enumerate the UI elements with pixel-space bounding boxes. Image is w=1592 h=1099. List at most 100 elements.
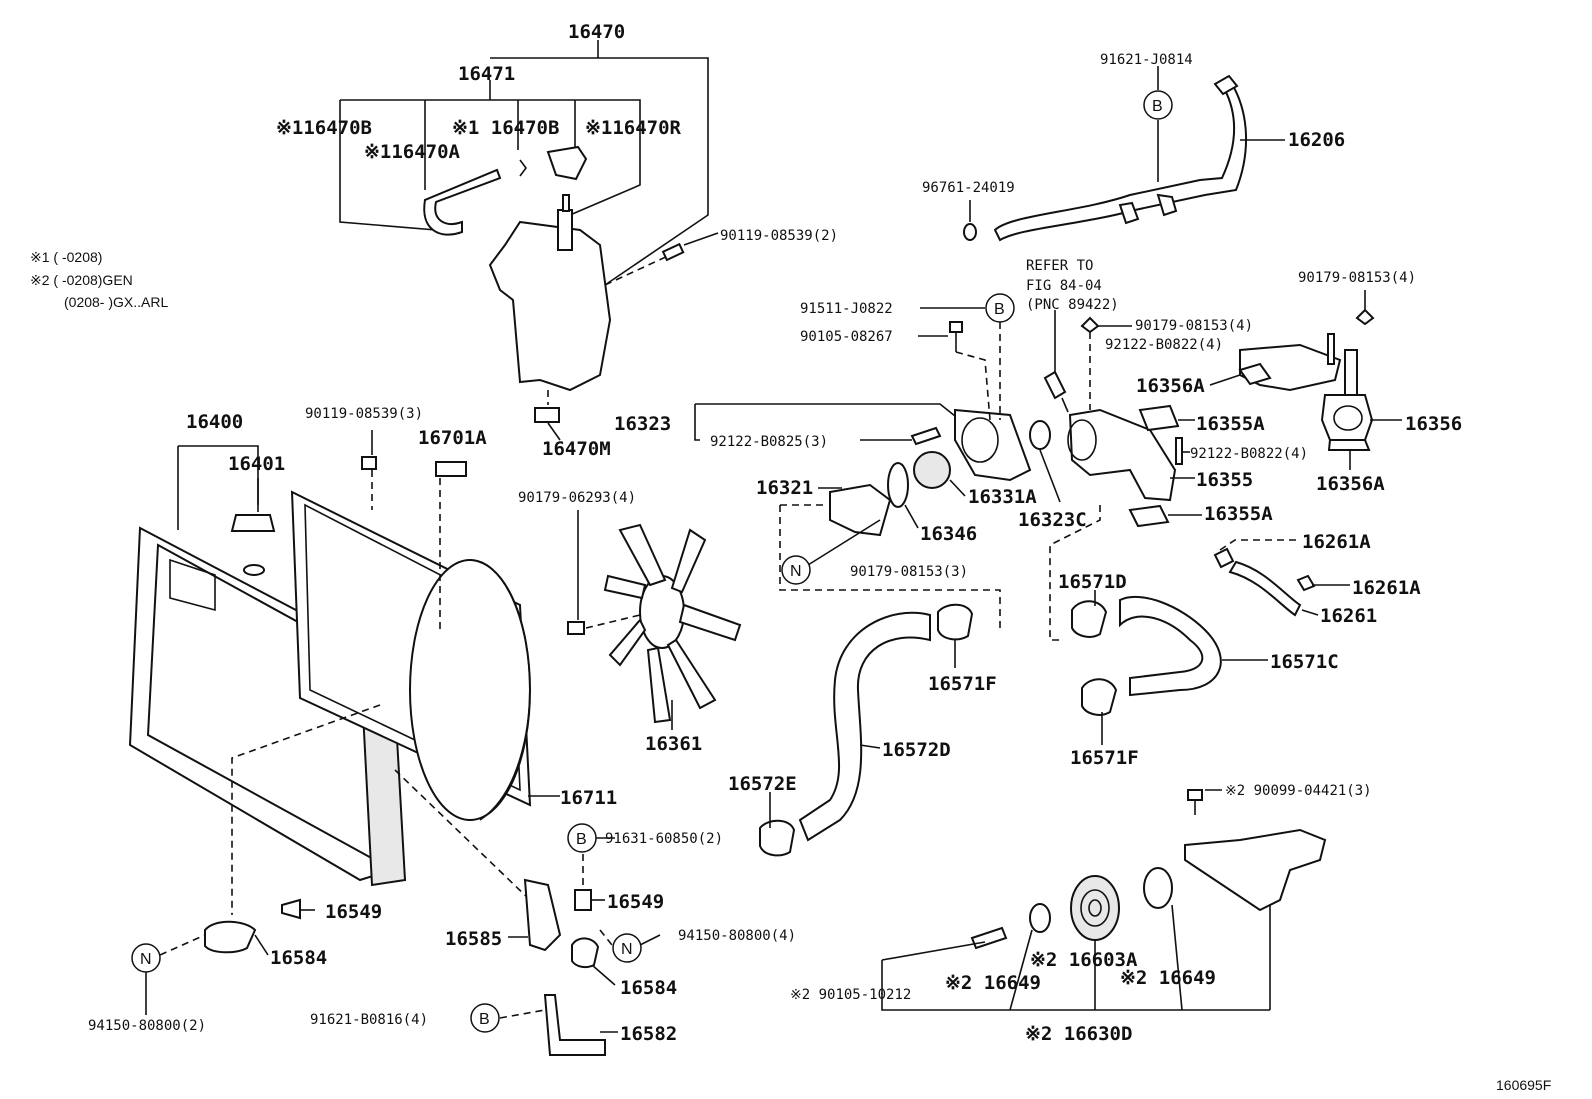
radiator-support-upper [523,878,562,952]
pipe-bracket [1118,201,1140,225]
outlet-gasket [1327,439,1371,451]
label-16470B-1: ※116470B [276,117,372,139]
callout-B-outlet [985,293,1015,323]
callout-B-text: B [1152,98,1163,115]
label-16261: 16261 [1320,605,1377,627]
label-90105-08267: 90105-08267 [800,329,893,345]
stud-bolt [1175,437,1183,465]
label-16572E: 16572E [728,773,797,795]
outlet-gasket [1138,404,1180,432]
lower-hose-group [759,603,974,857]
water-outlet-housing [1068,408,1177,502]
fan-group [567,510,742,730]
small-hose [1228,560,1302,617]
hose-clamp [1081,678,1118,716]
radiator-upper-hose [1119,595,1222,697]
label-90179-08153-4-b: 90179-08153(4) [1298,270,1416,286]
ref-line-1: REFER TO [1026,258,1093,274]
callout-N-text: N [790,563,802,580]
fan-blade [608,618,647,667]
label-91511-J0822: 91511-J0822 [800,301,893,317]
label-16321: 16321 [756,477,813,499]
label-16356A-top: 16356A [1136,375,1205,397]
hoses-group [1071,539,1350,745]
thermostat [913,451,951,489]
pulley-seal [1143,867,1173,909]
lower-mount [204,920,257,954]
fan-blade [678,603,742,642]
gasket [1029,420,1051,450]
label-16470: 16470 [568,21,625,43]
label-16470B-2: ※1 16470B [452,117,559,139]
label-16584-right: 16584 [620,977,677,999]
shroud-clip [435,461,467,477]
filler-neck [243,564,265,576]
overflow-hose [423,168,502,236]
fan-pulley [1070,875,1120,941]
lower-mount [571,937,600,969]
label-16711: 16711 [560,787,617,809]
label-16572D: 16572D [882,739,951,761]
label-16261A-bot: 16261A [1352,577,1421,599]
radiator-cap [230,514,276,532]
thermostat-gasket [887,462,909,508]
stud-bolt [1327,333,1335,365]
label-16356A-bot: 16356A [1316,473,1385,495]
label-16355A-top: 16355A [1196,413,1265,435]
label-16571D: 16571D [1058,571,1127,593]
figure-id: 160695F [1496,1077,1551,1093]
label-16206: 16206 [1288,129,1345,151]
bypass-pipe [993,82,1248,242]
ref-line-3: (PNC 89422) [1026,297,1119,313]
callout-N-text: N [621,941,633,958]
label-16701A: 16701A [418,427,487,449]
o-ring [963,223,977,241]
cap-bracket [546,145,588,181]
callout-N-text: N [140,951,152,968]
label-16470R: ※116470R [585,117,682,139]
nut-icon [567,621,585,635]
note-2: ※2 ( -0208)GEN [30,272,133,288]
callout-B-text: B [576,831,587,848]
bolt-icon [1187,789,1203,801]
note-3: (0208- )GX..ARL [64,294,168,310]
hose-clamp [937,603,974,641]
hose-clamp [1213,547,1235,569]
callout-B-lower [470,1003,500,1033]
fan-blade [646,646,672,724]
outlet-housing-group [1049,290,1402,641]
label-16356: 16356 [1405,413,1462,435]
bolt-icon [661,242,685,262]
reservoir-bushing [534,407,560,423]
hose-clip [519,159,527,177]
label-16649-right: ※2 16649 [1120,967,1216,989]
pulley-seal [1029,903,1051,933]
fan-blade [603,574,647,600]
label-16571F-b: 16571F [1070,747,1139,769]
label-90179-08153-4-a: 90179-08153(4) [1135,318,1253,334]
label-96761-24019: 96761-24019 [922,180,1015,196]
label-16323C: 16323C [1018,509,1087,531]
radiator-support-lower [543,994,606,1056]
nut-icon [1355,308,1375,326]
label-16331A: 16331A [968,486,1037,508]
fan-blade [618,523,667,587]
temp-sensor [1043,370,1067,400]
callout-N-bracket [612,933,642,963]
label-16401: 16401 [228,453,285,475]
label-90119-08539-3: 90119-08539(3) [305,406,423,422]
hose-clamp [759,819,796,857]
label-16355: 16355 [1196,469,1253,491]
note-1: ※1 ( -0208) [30,249,102,265]
label-91621-B0816: 91621-B0816(4) [310,1012,428,1028]
outlet-gasket [1128,504,1170,528]
label-16585: 16585 [445,928,502,950]
label-16571F-a: 16571F [928,673,997,695]
hose-clamp [1296,574,1316,592]
ref-line-2: FIG 84-04 [1026,278,1102,294]
label-16603A: ※2 16603A [1030,949,1138,971]
label-16471: 16471 [458,63,515,85]
bypass-pipe-group [963,66,1285,242]
